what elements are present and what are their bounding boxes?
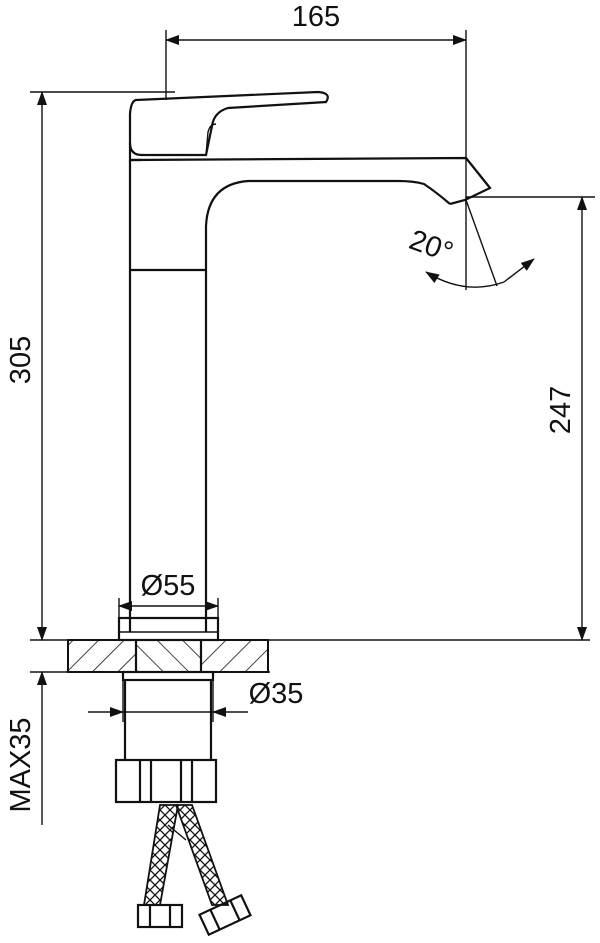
fixing-nut [114,758,218,804]
base-diameter-label: Ø55 [141,570,196,602]
deck-section [67,639,269,673]
dimension-spout-height: 247 [466,196,595,641]
swivel-angle-label: 20° [405,224,457,269]
hose-fitting-right [198,893,252,937]
dimension-spout-reach: 165 [165,1,467,205]
mounting-shank [121,670,215,760]
dimension-base-diameter: Ø55 [117,570,220,642]
hole-diameter-label: Ø35 [249,678,304,710]
swivel-angle-indicator: 20° [405,197,535,290]
dimension-max-deck-thickness: MAX35 [5,671,47,825]
supply-hoses [142,804,230,906]
faucet-body [128,143,492,632]
lever-handle [128,90,329,157]
total-height-label: 305 [5,336,37,384]
dimension-total-height: 305 [5,91,175,641]
dimension-hole-diameter: Ø35 [88,672,303,722]
spout-reach-label: 165 [292,1,340,33]
spout-height-label: 247 [545,386,577,434]
hose-fitting-left [136,903,184,929]
max-deck-thickness-label: MAX35 [5,717,37,812]
